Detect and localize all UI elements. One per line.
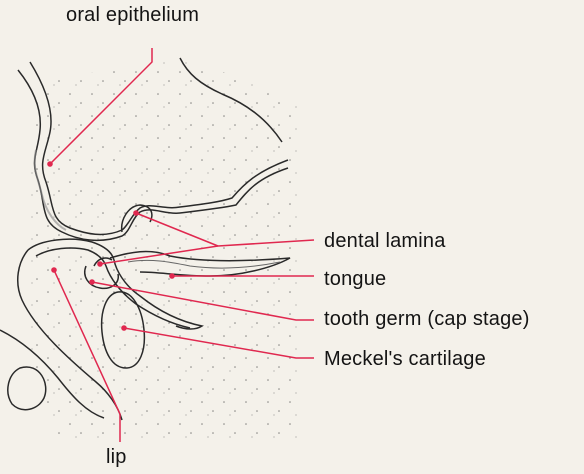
- dot-lip: [51, 267, 57, 273]
- label-tooth-germ: tooth germ (cap stage): [324, 308, 530, 331]
- lower-left-oval: [8, 367, 46, 410]
- label-dental-lamina: dental lamina: [324, 230, 446, 253]
- label-oral-epithelium: oral epithelium: [66, 4, 199, 27]
- dot-tongue: [169, 273, 175, 279]
- dot-meckels-cartilage: [121, 325, 127, 331]
- label-lip: lip: [106, 446, 127, 469]
- dot-dental-lamina-upper: [133, 210, 139, 216]
- dot-oral-epithelium: [47, 161, 53, 167]
- mesenchyme-stipple: [30, 60, 310, 440]
- dot-tooth-germ: [89, 279, 95, 285]
- label-meckels-cartilage: Meckel's cartilage: [324, 348, 486, 371]
- label-tongue: tongue: [324, 268, 386, 291]
- dot-dental-lamina-lower: [97, 261, 103, 267]
